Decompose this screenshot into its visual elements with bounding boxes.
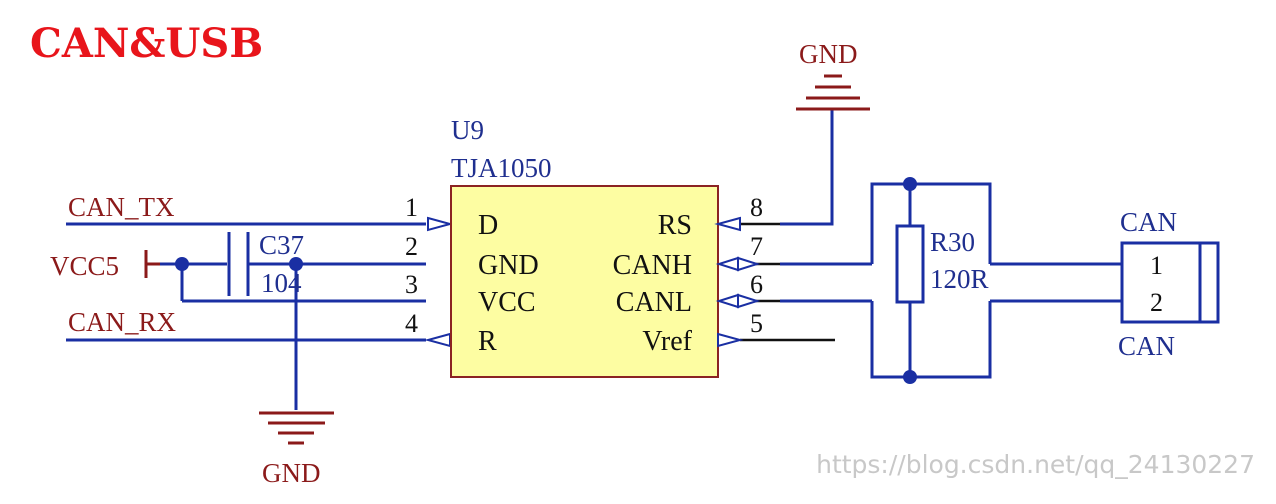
junction-dot bbox=[903, 177, 917, 191]
pin-number-3: 3 bbox=[405, 270, 418, 299]
pin-name-canh: CANH bbox=[613, 250, 692, 281]
pin-number-5: 5 bbox=[750, 309, 763, 338]
pin-number-8: 8 bbox=[750, 193, 763, 222]
ic-body-tja1050 bbox=[450, 185, 719, 378]
right-pin-arrows bbox=[714, 216, 761, 348]
resistor-ref: R30 bbox=[930, 227, 975, 257]
gnd-symbol-bottom bbox=[259, 411, 334, 445]
pin-name-r: R bbox=[478, 326, 497, 357]
pin-number-7: 7 bbox=[750, 232, 763, 261]
watermark-text: https://blog.csdn.net/qq_24130227 bbox=[816, 450, 1255, 479]
gnd-symbol-top bbox=[796, 74, 870, 111]
resistor-r30 bbox=[895, 224, 925, 304]
capacitor-c37 bbox=[227, 232, 250, 296]
junction-dot bbox=[175, 257, 189, 271]
net-label-gnd-top: GND bbox=[799, 39, 858, 69]
resistor-value: 120R bbox=[930, 264, 989, 294]
pin-number-1: 1 bbox=[405, 193, 418, 222]
ic-part-number: TJA1050 bbox=[451, 153, 552, 183]
pin-name-gnd: GND bbox=[478, 250, 539, 281]
pin-number-4: 4 bbox=[405, 309, 418, 338]
schematic-title: CAN&USB bbox=[30, 20, 263, 67]
net-label-gnd-bottom: GND bbox=[262, 458, 321, 488]
ic-reference: U9 bbox=[451, 115, 484, 145]
net-label-vcc5: VCC5 bbox=[50, 251, 119, 281]
pin-name-vref: Vref bbox=[642, 326, 692, 357]
connector-pin-1: 1 bbox=[1150, 251, 1163, 280]
pin-number-6: 6 bbox=[750, 270, 763, 299]
pin-name-canl: CANL bbox=[616, 287, 692, 318]
capacitor-value: 104 bbox=[261, 268, 302, 298]
junction-dot bbox=[903, 370, 917, 384]
capacitor-ref: C37 bbox=[259, 230, 304, 260]
pin-name-rs: RS bbox=[658, 210, 692, 241]
connector-ref: CAN bbox=[1120, 207, 1177, 237]
net-label-can-tx: CAN_TX bbox=[68, 192, 175, 222]
connector-pin-2: 2 bbox=[1150, 288, 1163, 317]
vcc-power-symbol bbox=[144, 250, 160, 278]
pin-name-vcc: VCC bbox=[478, 287, 536, 318]
connector-can bbox=[1120, 241, 1220, 324]
net-label-can-rx: CAN_RX bbox=[68, 307, 177, 337]
left-pin-arrows bbox=[424, 216, 454, 348]
pin-name-d: D bbox=[478, 210, 498, 241]
junction-dot bbox=[289, 257, 303, 271]
connector-name: CAN bbox=[1118, 331, 1175, 361]
pin-number-2: 2 bbox=[405, 232, 418, 261]
